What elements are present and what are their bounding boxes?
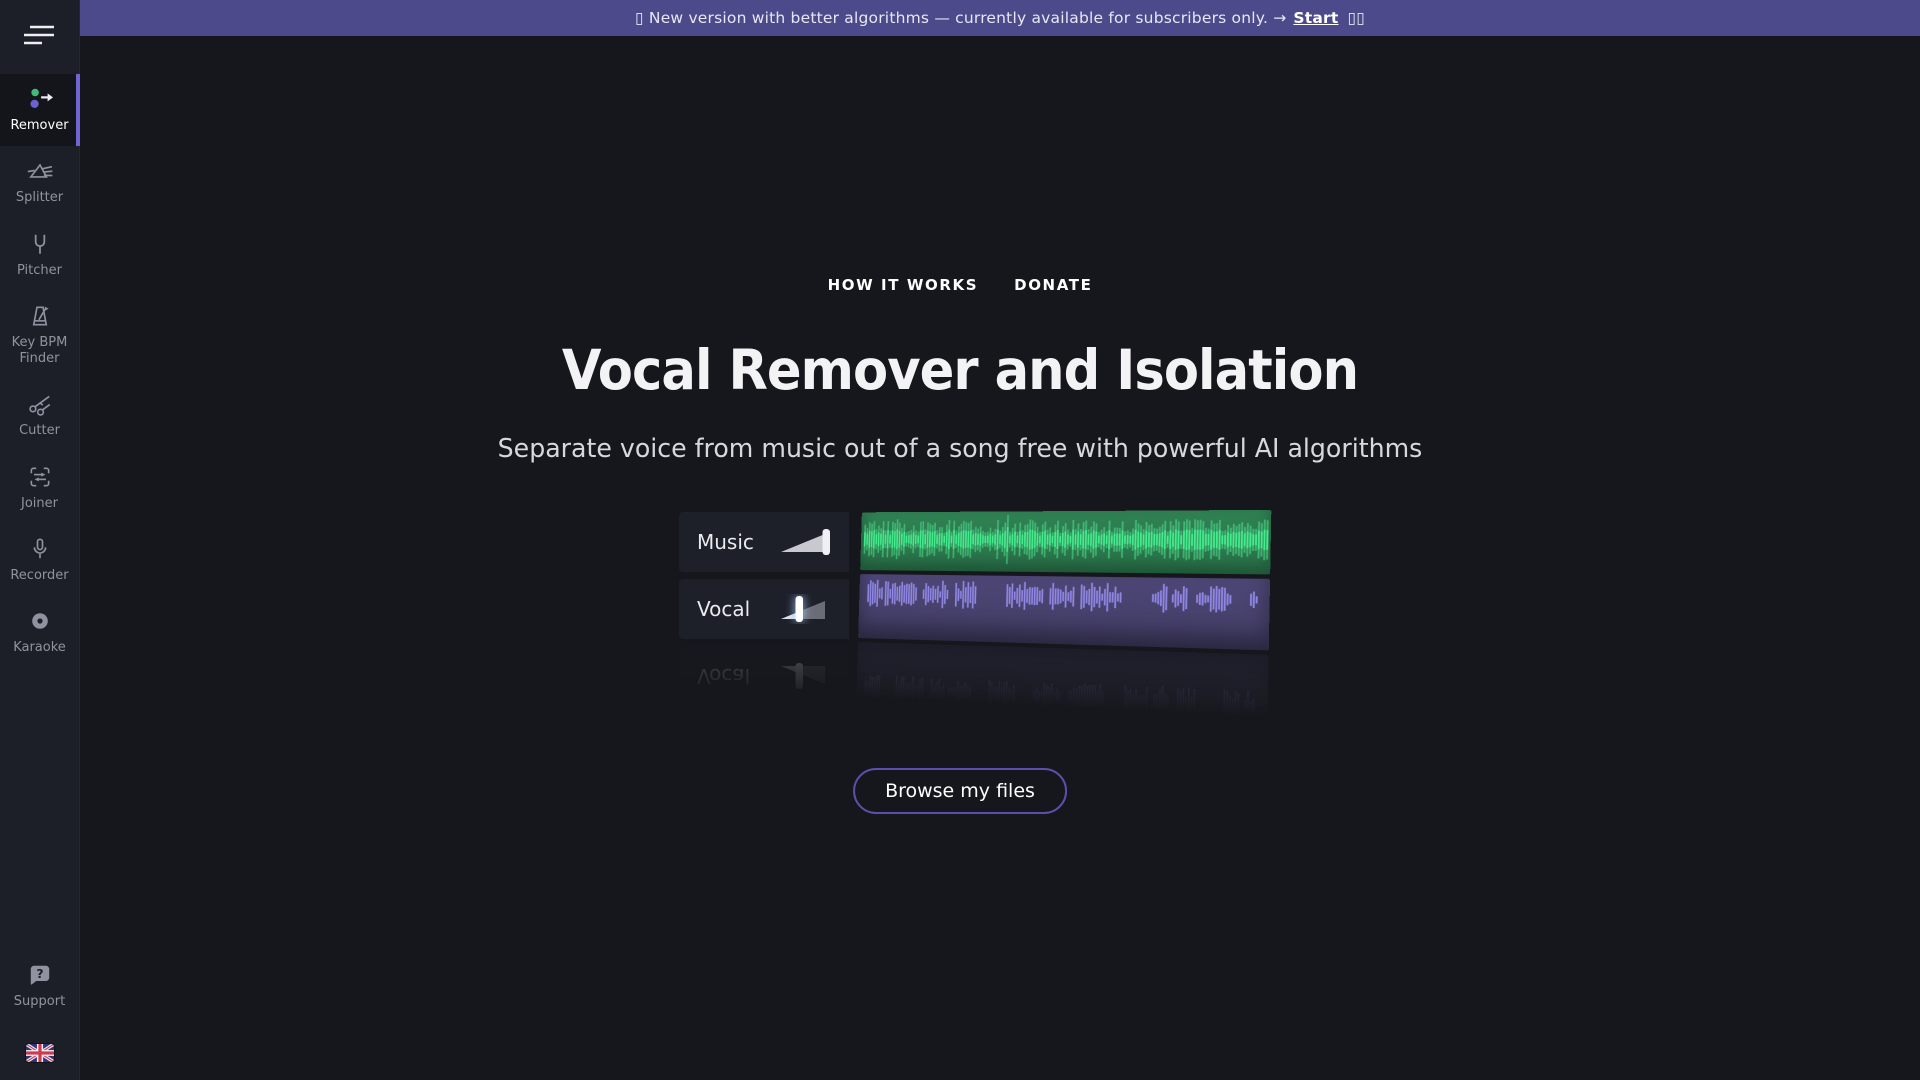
page-subtitle: Separate voice from music out of a song …	[497, 434, 1423, 464]
player-illustration: Music Vocal Vocal	[679, 509, 1272, 727]
karaoke-icon	[31, 613, 48, 629]
sidebar-nav: Remover Splitter Pitcher	[0, 74, 80, 668]
language-switcher[interactable]	[25, 1044, 54, 1062]
cutter-icon	[28, 396, 50, 417]
sidebar-item-label: Support	[13, 993, 66, 1009]
vocal-track-row: Vocal	[679, 579, 849, 639]
vocal-waveform-reflection	[864, 674, 1255, 719]
sidebar-item-label: Cutter	[19, 423, 60, 439]
banner-start-link[interactable]: Start	[1293, 9, 1339, 27]
sidebar-item-support[interactable]: ? Support	[0, 950, 80, 1022]
sidebar-item-splitter[interactable]: Splitter	[0, 146, 80, 218]
sidebar-item-joiner[interactable]: Joiner	[0, 452, 80, 524]
recorder-icon	[33, 538, 46, 558]
vocal-volume-slider	[781, 596, 825, 622]
sidebar: Remover Splitter Pitcher	[0, 0, 80, 1080]
how-it-works-link[interactable]: HOW IT WORKS	[827, 276, 979, 294]
splitter-icon	[27, 163, 52, 179]
sidebar-item-cutter[interactable]: Cutter	[0, 379, 80, 451]
music-waveform-panel	[860, 509, 1272, 575]
sidebar-item-label: Recorder	[10, 567, 69, 583]
sidebar-item-label: Pitcher	[17, 262, 62, 278]
music-track-row: Music	[679, 512, 849, 572]
banner-trailing: ▯▯	[1347, 9, 1365, 27]
browse-files-button[interactable]: Browse my files	[853, 768, 1067, 814]
vocal-track-row-reflection: Vocal	[679, 646, 849, 706]
announcement-banner: ▯ New version with better algorithms — c…	[80, 0, 1920, 36]
uk-flag-icon	[25, 1044, 54, 1062]
waveform-panels	[856, 509, 1272, 727]
remover-icon	[29, 88, 53, 108]
sidebar-item-remover[interactable]: Remover	[0, 74, 80, 147]
music-volume-slider	[781, 529, 830, 555]
secondary-nav: HOW IT WORKS DONATE	[828, 276, 1093, 294]
vocal-waveform	[867, 579, 1258, 613]
sidebar-item-label: Splitter	[15, 190, 64, 206]
pitcher-icon	[34, 234, 45, 254]
track-labels-column: Music Vocal Vocal	[679, 512, 849, 706]
vocal-reflection-label: Vocal	[697, 664, 751, 688]
sidebar-item-label: Karaoke	[13, 640, 66, 655]
music-track-label: Music	[697, 530, 754, 554]
vocal-waveform-panel-reflection	[856, 642, 1269, 727]
key-bpm-finder-icon	[32, 306, 49, 326]
banner-message: ▯ New version with better algorithms — c…	[635, 9, 1287, 27]
vocal-track-label: Vocal	[697, 597, 751, 621]
vocal-volume-slider-reflection	[781, 663, 825, 689]
menu-button[interactable]	[17, 16, 63, 58]
svg-text:?: ?	[36, 966, 43, 981]
donate-link[interactable]: DONATE	[1014, 276, 1093, 294]
page-title: Vocal Remover and Isolation	[561, 338, 1359, 402]
sidebar-item-label: Remover	[10, 118, 69, 133]
sidebar-item-recorder[interactable]: Recorder	[0, 524, 80, 596]
sidebar-item-label: Key BPM Finder	[11, 334, 68, 366]
vocal-waveform-panel	[858, 574, 1271, 651]
hamburger-icon	[23, 25, 54, 45]
joiner-icon	[30, 467, 49, 486]
sidebar-item-label: Joiner	[21, 495, 58, 511]
sidebar-item-pitcher[interactable]: Pitcher	[0, 219, 80, 291]
sidebar-item-key-bpm-finder[interactable]: Key BPM Finder	[0, 291, 80, 380]
sidebar-item-karaoke[interactable]: Karaoke	[0, 596, 80, 668]
support-icon: ?	[30, 965, 49, 985]
music-waveform	[864, 514, 1269, 565]
